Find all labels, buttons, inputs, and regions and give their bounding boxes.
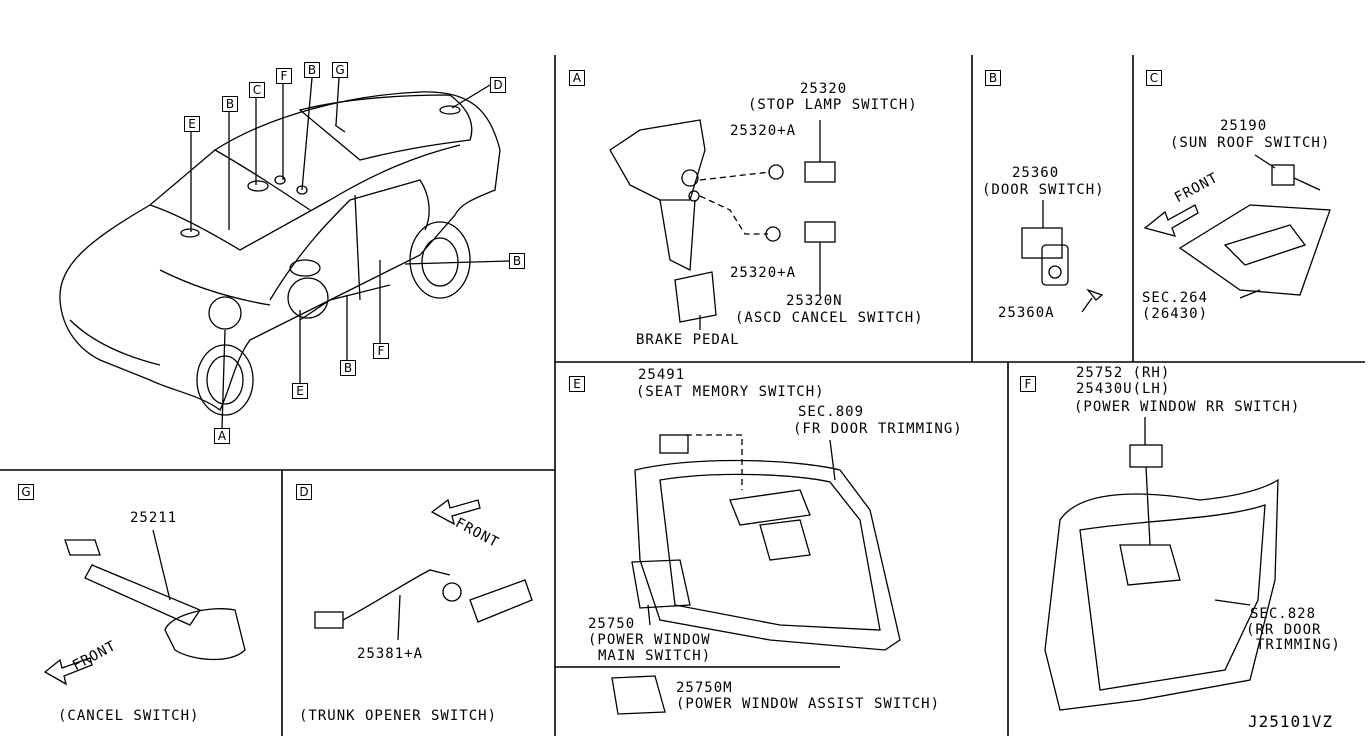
callout-D: D: [490, 77, 506, 93]
sec-809-label: SEC.809: [798, 404, 865, 420]
cancel-switch-illustration: [43, 529, 246, 686]
door-switch-illustration: [1021, 200, 1104, 313]
sec-264-label: SEC.264: [1142, 290, 1209, 306]
power-window-assist-switch-label: (POWER WINDOW ASSIST SWITCH): [676, 696, 941, 712]
trunk-opener-part-no: 25381+A: [357, 646, 424, 662]
rr-switch-rh-part-no: 25752 (RH): [1076, 365, 1171, 381]
callout-B: B: [340, 360, 356, 376]
seat-memory-switch-part-no: 25491: [638, 367, 686, 383]
cancel-switch-part-no: 25211: [130, 510, 178, 526]
panel-g-tag: G: [18, 484, 34, 500]
stop-lamp-switch-part-no: 25320: [800, 81, 848, 97]
panel-b-tag: B: [985, 70, 1001, 86]
sunroof-switch-label: (SUN ROOF SWITCH): [1170, 135, 1331, 151]
power-window-main-switch-label-1: (POWER WINDOW: [588, 632, 711, 648]
seat-memory-switch-label: (SEAT MEMORY SWITCH): [636, 384, 825, 400]
fr-door-trimming-label: (FR DOOR TRIMMING): [793, 421, 963, 437]
panel-a-tag: A: [569, 70, 585, 86]
callout-A: A: [214, 428, 230, 444]
sec-828-label: SEC.828: [1250, 606, 1317, 622]
panel-d-tag: D: [296, 484, 312, 500]
cancel-switch-caption: (CANCEL SWITCH): [58, 708, 200, 724]
callout-G: G: [332, 62, 348, 78]
callout-E: E: [184, 116, 200, 132]
panel-c-tag: C: [1146, 70, 1162, 86]
stop-lamp-switch-label: (STOP LAMP SWITCH): [748, 97, 918, 113]
rr-door-trimming-label-1: (RR DOOR: [1246, 622, 1322, 638]
door-switch-label: (DOOR SWITCH): [982, 182, 1105, 198]
panel-f-tag: F: [1020, 376, 1036, 392]
power-window-assist-switch-part-no: 25750M: [676, 680, 733, 696]
power-window-main-switch-label-2: MAIN SWITCH): [598, 648, 712, 664]
callout-F: F: [373, 343, 389, 359]
panel-e-tag: E: [569, 376, 585, 392]
callout-F: F: [276, 68, 292, 84]
door-switch-bolt-part-no: 25360A: [998, 305, 1055, 321]
callout-B: B: [222, 96, 238, 112]
brake-pedal-illustration: [609, 119, 836, 330]
callout-E: E: [292, 383, 308, 399]
part-25320a-upper: 25320+A: [730, 123, 797, 139]
sec-264-part-label: (26430): [1142, 306, 1209, 322]
power-window-rr-switch-label: (POWER WINDOW RR SWITCH): [1074, 399, 1301, 415]
sunroof-switch-illustration: [1143, 154, 1331, 299]
callout-B: B: [509, 253, 525, 269]
rr-switch-lh-part-no: 25430U(LH): [1076, 381, 1171, 397]
callout-B: B: [304, 62, 320, 78]
trunk-opener-caption: (TRUNK OPENER SWITCH): [299, 708, 498, 724]
rr-door-trimming-label-2: TRIMMING): [1256, 637, 1341, 653]
door-switch-part-no: 25360: [1012, 165, 1060, 181]
diagram-id: J25101VZ: [1248, 712, 1334, 731]
part-25320a-lower: 25320+A: [730, 265, 797, 281]
front-door-trim-illustration: [611, 434, 901, 715]
trunk-switch-illustration: [314, 498, 533, 641]
brake-pedal-label: BRAKE PEDAL: [636, 332, 740, 348]
sunroof-switch-part-no: 25190: [1220, 118, 1268, 134]
power-window-main-switch-part-no: 25750: [588, 616, 636, 632]
car-illustration: [59, 77, 510, 429]
rear-door-trim-illustration: [1044, 417, 1279, 711]
callout-C: C: [249, 82, 265, 98]
ascd-cancel-switch-label: (ASCD CANCEL SWITCH): [735, 310, 924, 326]
ascd-cancel-switch-part-no: 25320N: [786, 293, 843, 309]
